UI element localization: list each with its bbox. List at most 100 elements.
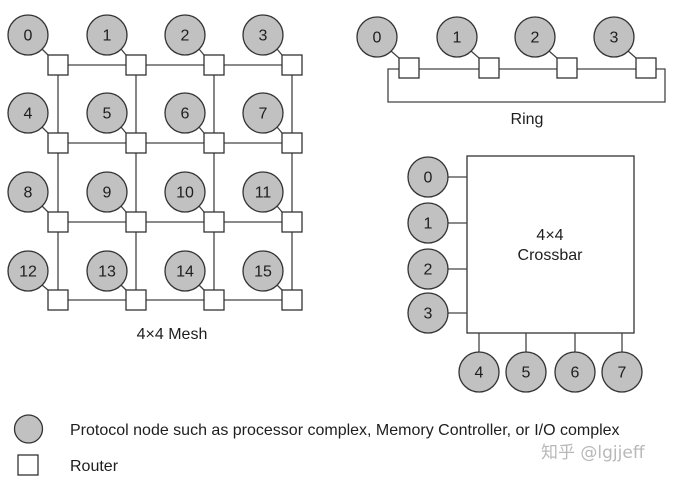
protocol-node-circle	[86, 14, 128, 56]
mesh-node-6: 6	[164, 92, 206, 134]
mesh-node-11: 11	[242, 171, 284, 213]
protocol-node-circle	[505, 351, 547, 393]
protocol-node-circle	[242, 92, 284, 134]
ring-router	[478, 57, 500, 79]
mesh-node-12: 12	[7, 250, 49, 292]
mesh-node-9: 9	[86, 171, 128, 213]
node-router-link	[41, 48, 49, 56]
protocol-node-circle	[514, 16, 556, 58]
node-router-link	[276, 205, 283, 213]
node-label: 7	[618, 365, 627, 382]
protocol-node-circle	[7, 250, 49, 292]
node-router-link	[276, 48, 283, 56]
protocol-node-circle	[242, 14, 284, 56]
mesh-router	[47, 289, 69, 311]
crossbar-node-5: 5	[505, 351, 547, 393]
ring-node-1: 1	[436, 16, 478, 58]
mesh-node-8: 8	[7, 171, 49, 213]
protocol-node-circle	[164, 14, 206, 56]
protocol-node-circle	[554, 351, 596, 393]
node-label: 1	[453, 30, 462, 47]
node-label: 10	[176, 185, 194, 202]
node-label: 6	[571, 365, 580, 382]
node-router-link	[548, 50, 558, 59]
protocol-node-circle	[407, 292, 449, 334]
router-icon	[17, 454, 39, 476]
node-router-link	[390, 50, 400, 59]
node-router-link	[627, 50, 637, 59]
ring-router	[556, 57, 578, 79]
protocol-node-circle	[164, 92, 206, 134]
legend-router-item: Router	[17, 454, 119, 476]
node-router-link	[198, 205, 205, 213]
node-router-link	[198, 126, 205, 134]
node-label: 11	[255, 185, 272, 202]
crossbar-node-3: 3	[407, 292, 449, 334]
node-label: 14	[176, 264, 194, 281]
protocol-node-circle	[86, 250, 128, 292]
legend-node-text: Protocol node such as processor complex,…	[70, 422, 620, 439]
protocol-node-circle	[242, 171, 284, 213]
mesh-node-2: 2	[164, 14, 206, 56]
mesh-node-0: 0	[7, 14, 49, 56]
node-router-link	[198, 284, 205, 291]
node-label: 0	[424, 170, 433, 187]
crossbar-topology: 0 1 2 34 5 6 7 4×4 Crossbar	[407, 155, 643, 393]
mesh-node-15: 15	[242, 250, 284, 292]
mesh-router	[203, 289, 225, 311]
mesh-router	[281, 54, 303, 76]
node-router-link	[198, 48, 205, 56]
legend: Protocol node such as processor complex,…	[13, 414, 620, 476]
node-router-link	[41, 205, 49, 213]
protocol-node-circle	[601, 351, 643, 393]
crossbar-node-1: 1	[407, 202, 449, 244]
node-label: 4	[24, 106, 33, 123]
protocol-node-icon	[13, 414, 44, 444]
protocol-node-circle	[7, 14, 49, 56]
node-label: 3	[259, 28, 268, 45]
protocol-node-circle	[593, 16, 635, 58]
node-label: 5	[522, 365, 531, 382]
node-label: 0	[373, 30, 382, 47]
mesh-router	[281, 289, 303, 311]
protocol-node-circle	[458, 351, 500, 393]
mesh-node-4: 4	[7, 92, 49, 134]
node-label: 2	[181, 28, 190, 45]
protocol-node-circle	[436, 16, 478, 58]
crossbar-label-line2: Crossbar	[518, 247, 584, 264]
mesh-node-7: 7	[242, 92, 284, 134]
protocol-node-circle	[407, 156, 449, 198]
ring-loop	[387, 68, 666, 103]
mesh-node-3: 3	[242, 14, 284, 56]
mesh-router	[125, 132, 147, 154]
node-label: 2	[424, 262, 433, 279]
crossbar-box	[466, 155, 635, 334]
mesh-router	[203, 211, 225, 233]
crossbar-label-line1: 4×4	[536, 227, 563, 244]
protocol-node-circle	[86, 92, 128, 134]
protocol-node-circle	[7, 92, 49, 134]
node-label: 3	[610, 30, 619, 47]
mesh-router	[125, 54, 147, 76]
ring-router	[398, 57, 420, 79]
node-router-link	[120, 205, 127, 213]
node-label: 7	[259, 106, 268, 123]
mesh-label: 4×4 Mesh	[137, 326, 208, 343]
node-label: 1	[103, 28, 112, 45]
protocol-node-circle	[356, 16, 398, 58]
crossbar-node-4: 4	[458, 351, 500, 393]
protocol-node-circle	[164, 250, 206, 292]
mesh-router	[47, 211, 69, 233]
node-label: 6	[181, 106, 190, 123]
watermark: 知乎 @lgjjeff	[541, 443, 646, 463]
node-label: 9	[103, 185, 112, 202]
crossbar-node-0: 0	[407, 156, 449, 198]
mesh-links	[41, 48, 293, 301]
node-router-link	[120, 126, 127, 134]
mesh-node-14: 14	[164, 250, 206, 292]
node-label: 15	[254, 264, 272, 281]
crossbar-node-7: 7	[601, 351, 643, 393]
crossbar-items: 0 1 2 34 5 6 7	[407, 156, 643, 393]
